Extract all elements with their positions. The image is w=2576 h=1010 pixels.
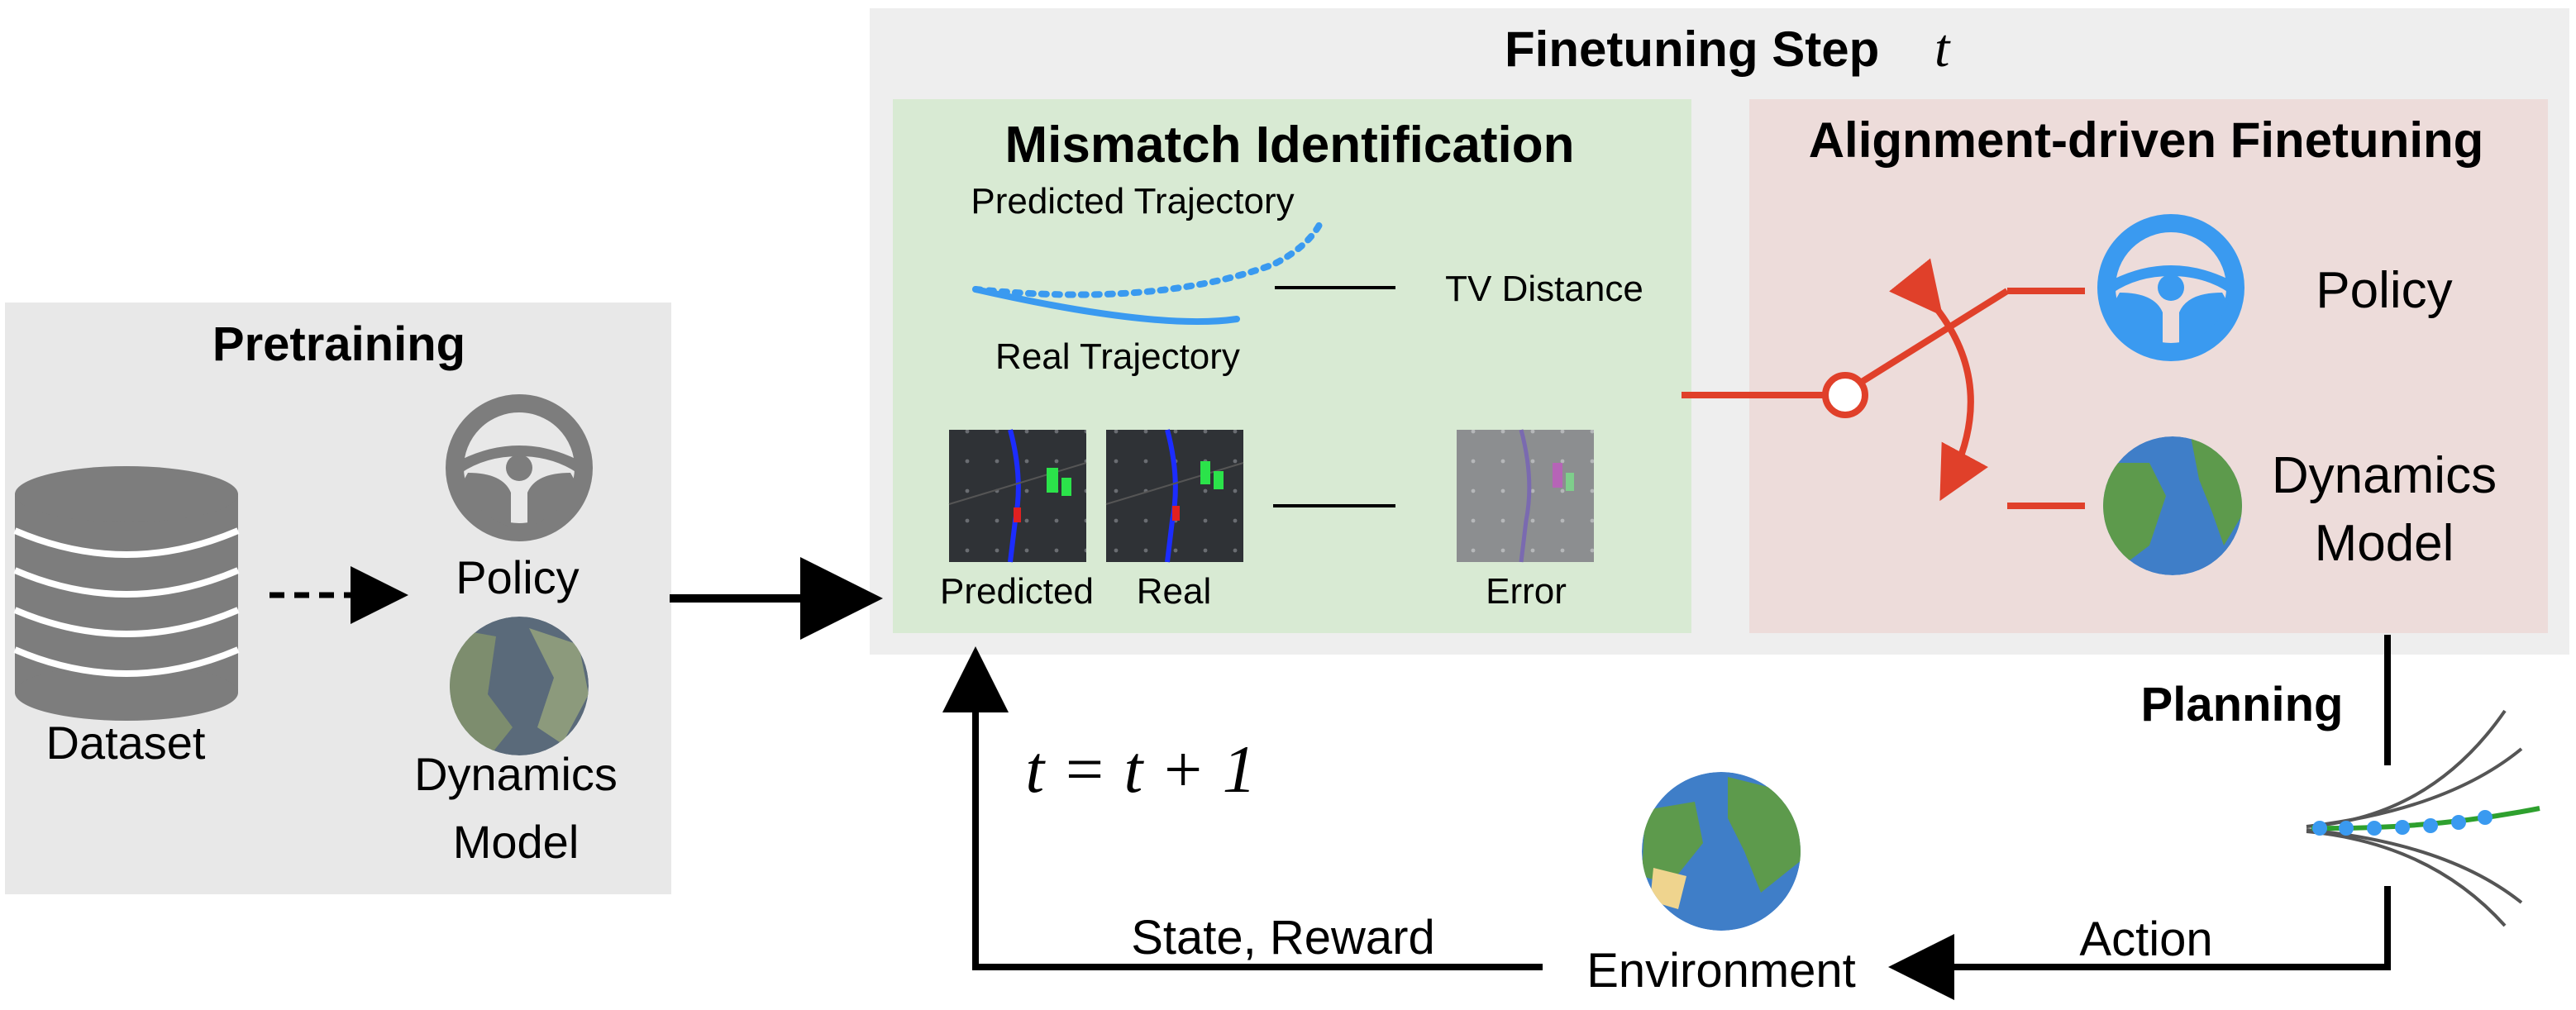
action-arrow <box>1888 886 2391 1000</box>
predicted-image <box>948 429 1087 563</box>
action-label: Action <box>2079 912 2212 966</box>
pretrain-policy-label: Policy <box>456 551 579 603</box>
dataset-label: Dataset <box>46 717 206 769</box>
dynamics-globe-icon <box>2103 436 2242 575</box>
alignment-title: Alignment-driven Finetuning <box>1809 112 2484 168</box>
mismatch-title: Mismatch Identification <box>1005 117 1575 174</box>
real-trajectory-curve <box>972 286 1240 326</box>
finetuning-title-var: t <box>1934 18 1951 79</box>
steering-wheel-icon <box>446 394 593 541</box>
policy-steering-wheel-icon <box>2097 214 2244 361</box>
update-formula: t = t + 1 <box>1025 731 1256 807</box>
alignment-dynamics-label-1: Dynamics <box>2272 447 2497 504</box>
real-label: Real <box>1137 571 1212 612</box>
predicted-trajectory-curve <box>972 222 1323 298</box>
tv-distance-label: TV Distance <box>1445 269 1643 309</box>
planning-label: Planning <box>2141 678 2344 731</box>
finetuning-title: Finetuning Step <box>1505 21 1879 77</box>
environment-globe-icon <box>1642 772 1801 931</box>
error-image <box>1457 429 1594 563</box>
real-trajectory-label: Real Trajectory <box>995 336 1240 377</box>
alignment-policy-label: Policy <box>2316 262 2452 319</box>
predicted-trajectory-label: Predicted Trajectory <box>971 181 1294 222</box>
state-reward-arrow <box>942 646 1543 970</box>
alignment-dynamics-label-2: Model <box>2315 515 2454 572</box>
planning-trajectories-icon <box>2306 709 2540 927</box>
switch-symbol <box>1682 258 2085 509</box>
database-icon <box>13 466 240 721</box>
pretrain-dynamics-label-1: Dynamics <box>414 748 618 800</box>
real-image <box>1105 429 1244 563</box>
state-reward-label: State, Reward <box>1131 911 1435 965</box>
pretrain-dynamics-label-2: Model <box>453 816 580 868</box>
environment-label: Environment <box>1586 944 1856 998</box>
predicted-label: Predicted <box>940 571 1094 612</box>
error-label: Error <box>1486 571 1567 612</box>
pretraining-title: Pretraining <box>212 317 465 371</box>
